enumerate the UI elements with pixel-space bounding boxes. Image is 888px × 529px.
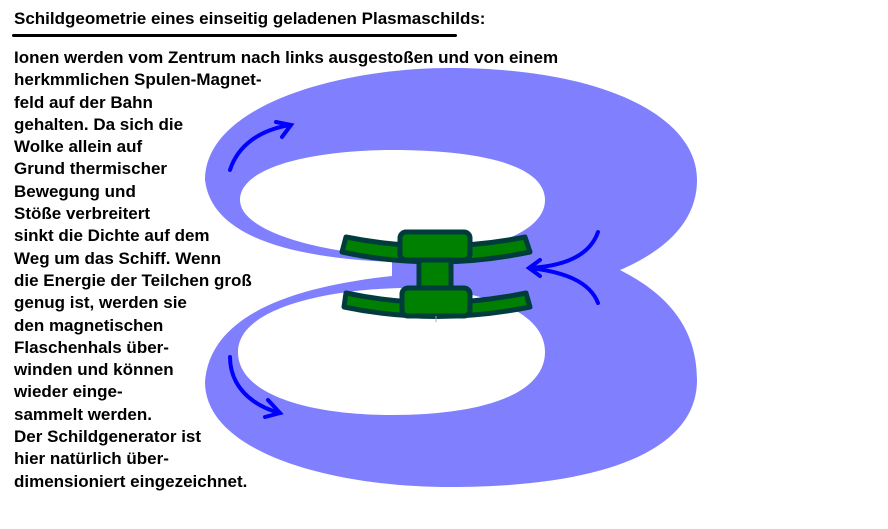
title-underline: [12, 34, 457, 37]
text-line: herkmmlichen Spulen-Magnet-: [14, 70, 262, 90]
description-text: Ionen werden vom Zentrum nach links ausg…: [14, 47, 558, 493]
text-line: Ionen werden vom Zentrum nach links ausg…: [14, 48, 559, 67]
text-line: dimensioniert eingezeichnet.: [14, 471, 248, 491]
page-title: Schildgeometrie eines einseitig geladene…: [14, 9, 486, 28]
text-line: hier natürlich über-: [14, 449, 169, 469]
text-line: die Energie der Teilchen groß: [14, 270, 252, 290]
text-line: wieder einge-: [14, 382, 123, 402]
text-line: Der Schildgenerator ist: [14, 427, 202, 447]
text-line: Weg um das Schiff. Wenn: [14, 248, 222, 268]
text-line: genug ist, werden sie: [14, 293, 187, 313]
text-line: sammelt werden.: [14, 404, 152, 424]
text-line: gehalten. Da sich die: [14, 114, 184, 134]
text-line: Wolke allein auf: [14, 137, 143, 157]
text-line: den magnetischen: [14, 315, 164, 335]
text-line: winden und können: [14, 360, 174, 380]
text-line: Grund thermischer: [14, 159, 168, 179]
arrow-top-left-icon: [228, 120, 295, 172]
arrow-right-inflow-icon: [525, 230, 600, 305]
text-line: sinkt die Dichte auf dem: [14, 226, 210, 246]
arrow-bottom-left-icon: [228, 355, 284, 419]
text-line: Bewegung und: [14, 181, 136, 201]
text-line: Stöße verbreitert: [14, 204, 151, 224]
text-line: Flaschenhals über-: [14, 337, 169, 357]
text-line: feld auf der Bahn: [14, 92, 153, 112]
flow-arrows: [228, 120, 600, 419]
ship-shield-generator: [339, 229, 533, 319]
ship-top-module: [397, 229, 473, 263]
